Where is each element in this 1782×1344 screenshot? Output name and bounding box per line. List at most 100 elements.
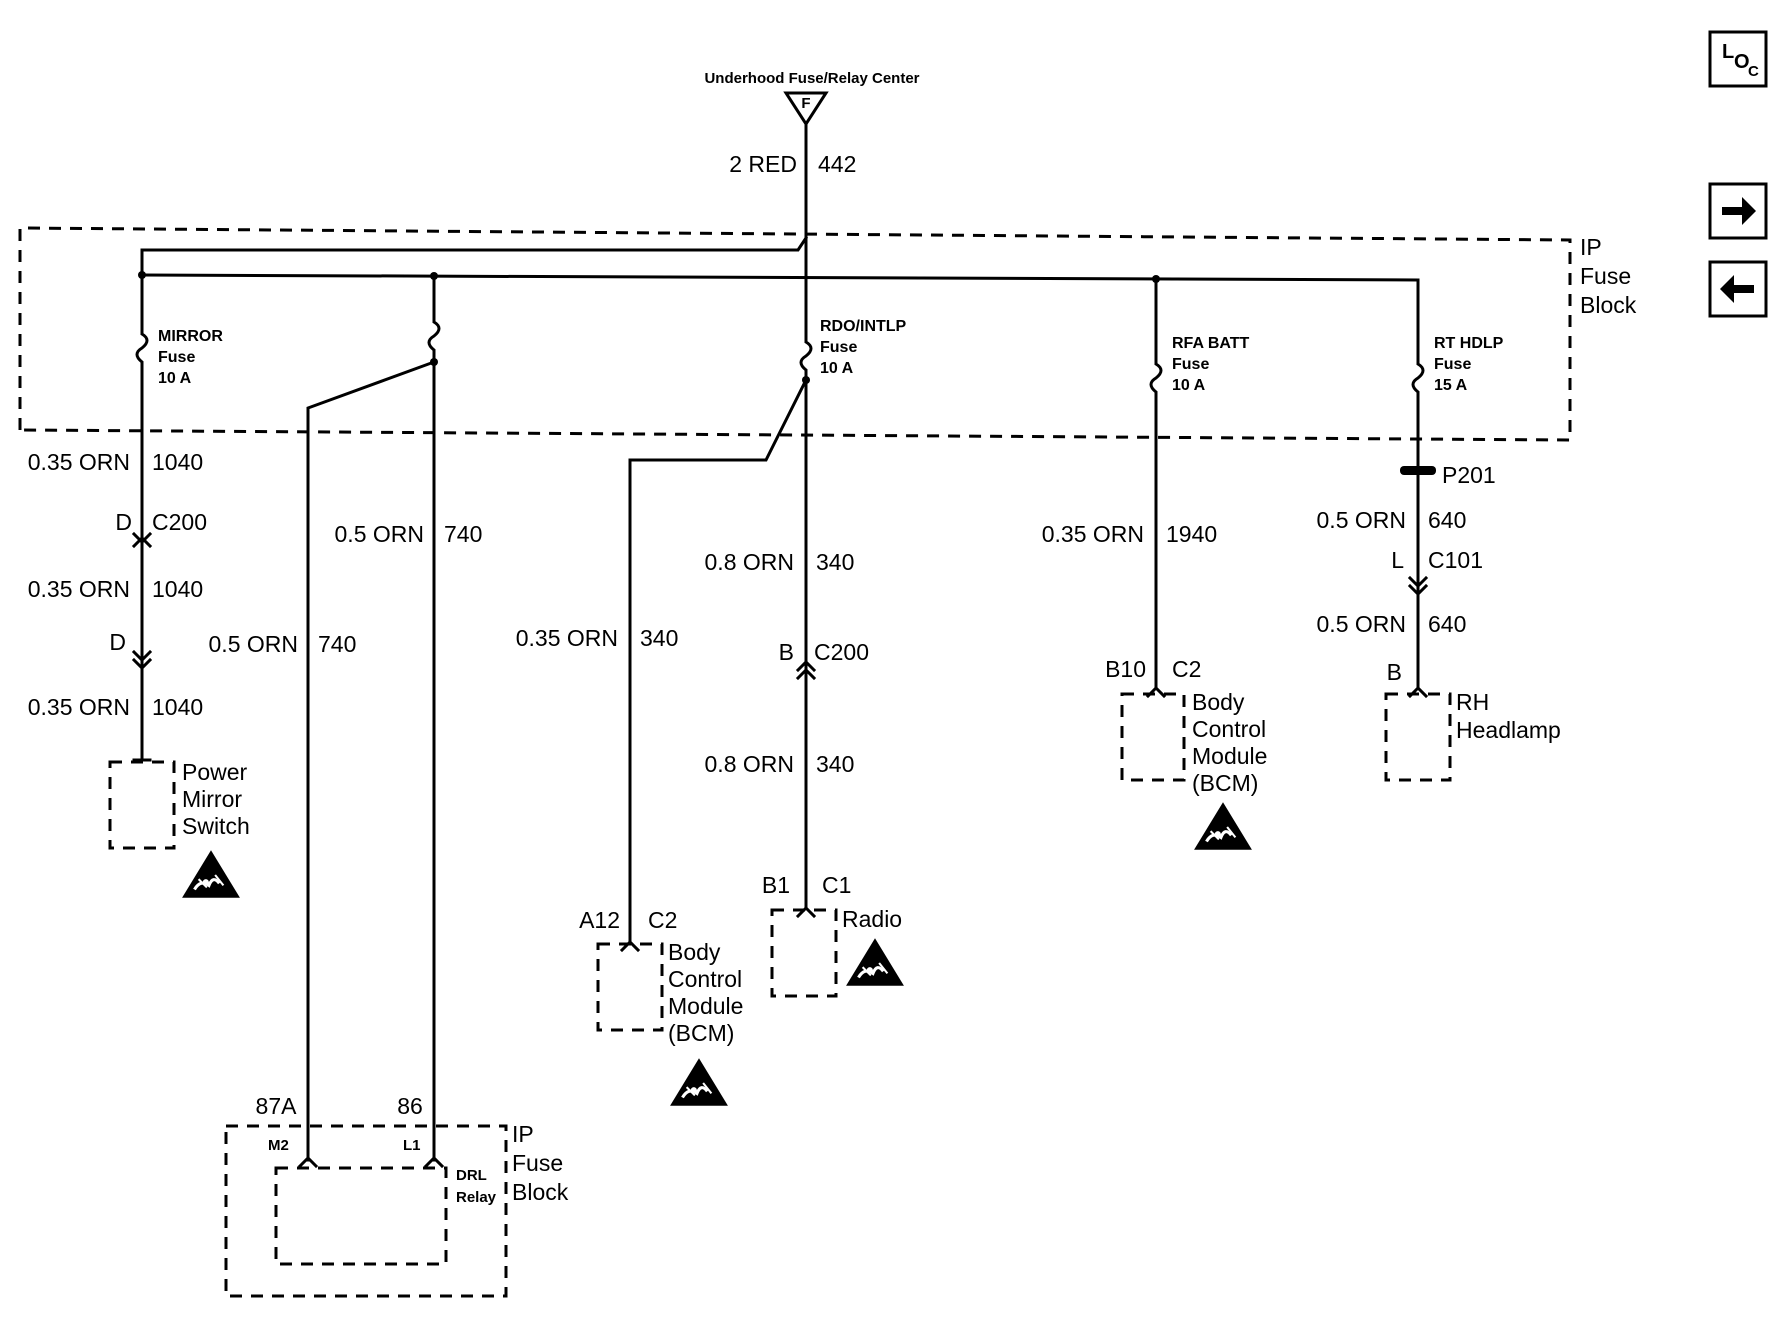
bcm-left-terminal bbox=[619, 939, 641, 953]
bcm-left-label-4: (BCM) bbox=[668, 1020, 734, 1046]
headlamp-conn-symbol bbox=[1407, 575, 1429, 597]
bcm-right-label-1: Body bbox=[1192, 689, 1245, 715]
mirror-conn1-symbol bbox=[131, 531, 153, 549]
esd-warning-icon bbox=[668, 1056, 730, 1108]
bcm-left-pin: A12 bbox=[579, 907, 620, 933]
drl-block-label-2: Fuse bbox=[512, 1150, 563, 1176]
drl-term-l1: L1 bbox=[403, 1137, 421, 1154]
location-button[interactable]: L O C bbox=[1708, 30, 1768, 88]
bcm-right-box bbox=[1120, 692, 1186, 782]
radio-box bbox=[770, 908, 838, 998]
radio-connector: C1 bbox=[822, 872, 851, 898]
drl-relay-box bbox=[274, 1166, 448, 1266]
bcm-left-label-2: Control bbox=[668, 966, 742, 992]
esd-warning-icon bbox=[180, 848, 242, 900]
power-mirror-switch-box bbox=[108, 760, 176, 850]
lower-bus bbox=[140, 273, 1420, 282]
bcm-left-label-3: Module bbox=[668, 993, 743, 1019]
mirror-conn2-pin: D bbox=[109, 629, 126, 655]
bcm-right-wire-gauge: 0.35 ORN bbox=[1042, 521, 1144, 547]
mirror-fuse-label-3: 10 A bbox=[158, 370, 192, 387]
splice-p201-label: P201 bbox=[1442, 462, 1496, 488]
mirror-wire1-gauge: 0.35 ORN bbox=[28, 449, 130, 475]
location-icon-l: L bbox=[1722, 41, 1734, 63]
rdo-fuse-label-2: Fuse bbox=[820, 339, 857, 356]
arrow-left-icon bbox=[1720, 275, 1754, 303]
rdo-fuse-label-3: 10 A bbox=[820, 360, 854, 377]
power-mirror-switch-label-1: Power bbox=[182, 759, 248, 785]
rthdlp-fuse-label-2: Fuse bbox=[1434, 356, 1471, 373]
drl-terminals bbox=[297, 1155, 445, 1169]
headlamp-wire1-circuit: 640 bbox=[1428, 507, 1466, 533]
mirror-conn1-name: C200 bbox=[152, 509, 207, 535]
radio-conn-symbol bbox=[795, 659, 817, 681]
drl-pin-87a: 87A bbox=[256, 1093, 298, 1119]
upper-bus bbox=[140, 235, 809, 277]
rthdlp-fuse-label-3: 15 A bbox=[1434, 377, 1468, 394]
bcm-left-wire-circuit: 340 bbox=[640, 625, 678, 651]
rh-headlamp-box bbox=[1384, 692, 1452, 782]
main-wire-gauge: 2 RED bbox=[729, 151, 797, 177]
mirror-wire2-circuit: 1040 bbox=[152, 576, 203, 602]
mirror-wire3-circuit: 1040 bbox=[152, 694, 203, 720]
rh-headlamp-label-2: Headlamp bbox=[1456, 717, 1561, 743]
mirror-fuse-label-2: Fuse bbox=[158, 349, 195, 366]
bcm-right-label-4: (BCM) bbox=[1192, 770, 1258, 796]
bcm-right-wire-circuit: 1940 bbox=[1166, 521, 1217, 547]
power-mirror-switch-label-2: Mirror bbox=[182, 786, 242, 812]
radio-wire2-circuit: 340 bbox=[816, 751, 854, 777]
ip-fuse-block-label-1: IP bbox=[1580, 234, 1602, 260]
esd-warning-icon bbox=[1192, 800, 1254, 852]
bcm-right-conn: C2 bbox=[1172, 656, 1201, 682]
ip-fuse-block-outline bbox=[18, 226, 1572, 442]
rdo-fuse bbox=[799, 238, 813, 382]
rfa-fuse-label-3: 10 A bbox=[1172, 377, 1206, 394]
ip-fuse-block-label-2: Fuse bbox=[1580, 263, 1631, 289]
main-wire-circuit: 442 bbox=[818, 151, 856, 177]
next-button[interactable] bbox=[1708, 182, 1768, 240]
mirror-wire1-circuit: 1040 bbox=[152, 449, 203, 475]
headlamp-conn-pin: L bbox=[1391, 547, 1404, 573]
bcm-right-label-3: Module bbox=[1192, 743, 1267, 769]
radio-conn-name: C200 bbox=[814, 639, 869, 665]
radio-terminal bbox=[795, 905, 817, 919]
rfa-fuse-label-2: Fuse bbox=[1172, 356, 1209, 373]
headlamp-wire2-circuit: 640 bbox=[1428, 611, 1466, 637]
rthdlp-fuse-label-1: RT HDLP bbox=[1434, 335, 1504, 352]
mirror-wire3-gauge: 0.35 ORN bbox=[28, 694, 130, 720]
source-pin: F bbox=[801, 95, 810, 112]
source-label: Underhood Fuse/Relay Center bbox=[704, 70, 919, 87]
drl-87a-wire-gauge: 0.5 ORN bbox=[209, 631, 298, 657]
bcm-right-label-2: Control bbox=[1192, 716, 1266, 742]
rfa-fuse bbox=[1149, 277, 1163, 690]
drl-block-label-3: Block bbox=[512, 1179, 569, 1205]
location-icon-c: C bbox=[1748, 63, 1759, 80]
previous-button[interactable] bbox=[1708, 260, 1768, 318]
bcm-left-conn: C2 bbox=[648, 907, 677, 933]
headlamp-pin: B bbox=[1387, 659, 1402, 685]
drl-relay-label-1: DRL bbox=[456, 1167, 487, 1184]
arrow-right-icon bbox=[1722, 197, 1756, 225]
headlamp-wire2-gauge: 0.5 ORN bbox=[1317, 611, 1406, 637]
drl-86-wire-gauge: 0.5 ORN bbox=[335, 521, 424, 547]
source-connector bbox=[783, 91, 829, 127]
headlamp-wire1-gauge: 0.5 ORN bbox=[1317, 507, 1406, 533]
drl-87a-wire bbox=[306, 360, 436, 1162]
rh-headlamp-label-1: RH bbox=[1456, 689, 1489, 715]
ip-fuse-block-label-3: Block bbox=[1580, 292, 1637, 318]
bcm-left-label-1: Body bbox=[668, 939, 721, 965]
rthdlp-fuse bbox=[1411, 278, 1425, 690]
esd-warning-icon bbox=[844, 936, 906, 988]
drl-86-wire-circuit: 740 bbox=[444, 521, 482, 547]
bcm-left-wire-gauge: 0.35 ORN bbox=[516, 625, 618, 651]
power-mirror-switch-label-3: Switch bbox=[182, 813, 250, 839]
radio-wire1-gauge: 0.8 ORN bbox=[705, 549, 794, 575]
mirror-wire2-gauge: 0.35 ORN bbox=[28, 576, 130, 602]
radio-wire1-circuit: 340 bbox=[816, 549, 854, 575]
mirror-conn2-symbol bbox=[131, 649, 153, 671]
mirror-conn1-pin: D bbox=[115, 509, 132, 535]
drl-pin-86: 86 bbox=[397, 1093, 423, 1119]
drl-block-label-1: IP bbox=[512, 1121, 534, 1147]
bcm-left-box bbox=[596, 942, 664, 1032]
